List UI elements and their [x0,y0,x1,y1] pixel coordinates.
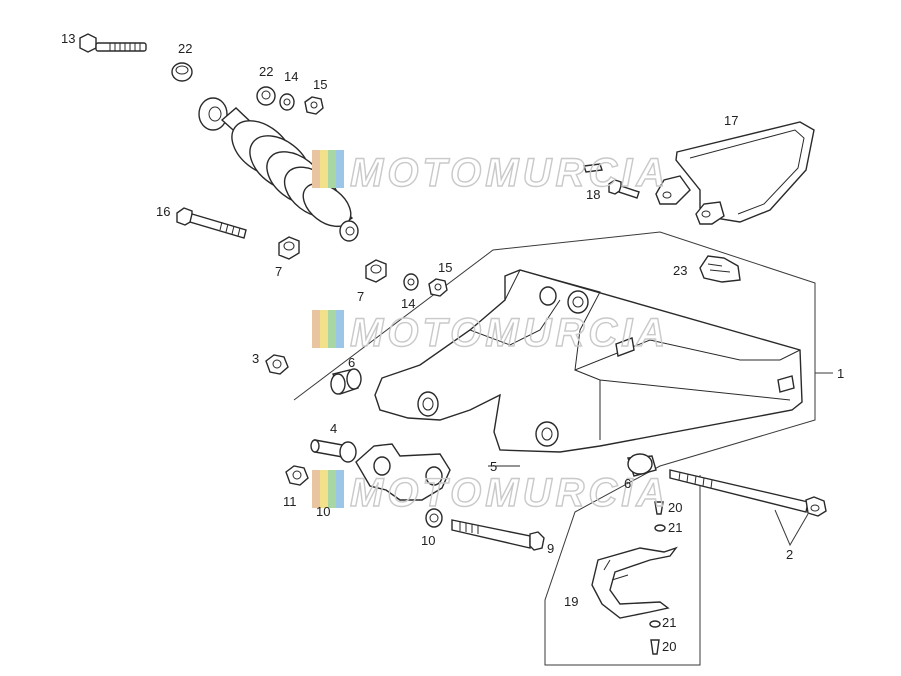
linkage-plate-5 [355,443,520,501]
watermark-top: MOTOMURCIA [312,150,669,196]
callout-22: 22 [259,64,273,79]
nut-11 [285,465,309,486]
callout-17: 17 [724,113,738,128]
callout-16: 16 [156,204,170,219]
callout-20-upper: 20 [668,500,682,515]
callout-18: 18 [586,187,600,202]
washer-14 [403,273,419,291]
nut-15 [428,278,448,297]
bolt-13 [79,33,147,53]
washer-21-upper [654,524,666,532]
callout-10-upper: 10 [316,504,330,519]
chain-slider-19 [591,546,678,619]
screw-20-upper [654,501,664,515]
callout-6-left: 6 [348,355,355,370]
pin-4 [310,439,357,463]
callout-leader-2 [774,509,809,547]
callout-15-top: 15 [313,77,327,92]
svg-text:MOTOMURCIA: MOTOMURCIA [350,311,669,355]
washer-10 [425,508,443,528]
callout-22-top: 22 [178,41,192,56]
callout-7-left: 7 [275,264,282,279]
svg-text:MOTOMURCIA: MOTOMURCIA [350,471,669,515]
watermark-middle: MOTOMURCIA [312,310,669,356]
nut-15-top [304,96,324,115]
callout-1: 1 [837,366,844,381]
callout-21: 21 [662,615,676,630]
swingarm-group-frame [293,231,816,666]
screw-18 [608,179,640,199]
callout-23: 23 [673,263,687,278]
swingarm [374,269,803,453]
washer-14-top [279,93,295,111]
callout-10: 10 [421,533,435,548]
callout-7-right: 7 [357,289,364,304]
spacer-22 [256,86,276,106]
nut-3 [265,354,289,375]
washer-21 [649,620,661,628]
callout-14: 14 [401,296,415,311]
bolt-9 [451,519,545,551]
callout-14-top: 14 [284,69,298,84]
axle-bolt-2 [669,469,827,517]
spacer-7-right [365,259,387,283]
callout-3: 3 [252,351,259,366]
screw-18-upper [583,163,603,173]
bushing-6-right [627,453,657,477]
spacer-7-left [278,236,300,260]
bushing-6-left [330,368,362,395]
callout-15: 15 [438,260,452,275]
callout-6-right: 6 [624,476,631,491]
chain-guard-17 [655,121,815,225]
bolt-16 [176,207,247,239]
rubber-pad-23 [699,255,741,283]
callout-20: 20 [662,639,676,654]
screw-20 [650,639,660,655]
callout-5: 5 [490,459,497,474]
shock-absorber [198,97,359,242]
callout-21-upper: 21 [668,520,682,535]
callout-2: 2 [786,547,793,562]
spacer-22-top [171,62,193,82]
callout-9: 9 [547,541,554,556]
callout-11: 11 [283,494,297,509]
callout-13: 13 [61,31,75,46]
watermark-bottom: MOTOMURCIA [312,470,669,516]
callout-4: 4 [330,421,337,436]
svg-text:MOTOMURCIA: MOTOMURCIA [350,151,669,195]
callout-19: 19 [564,594,578,609]
